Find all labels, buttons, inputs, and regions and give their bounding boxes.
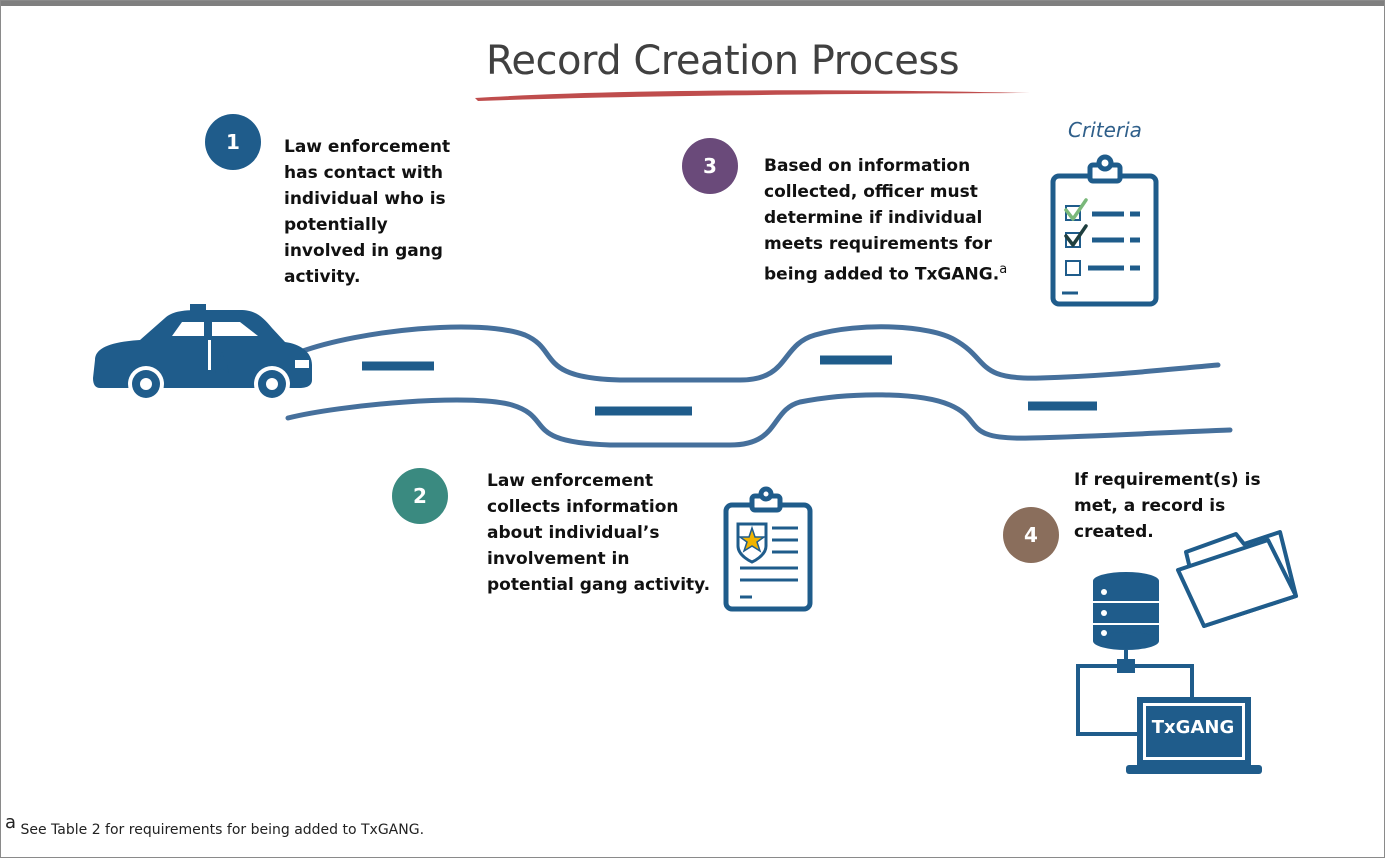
database-label: TxGANG (1151, 717, 1235, 738)
top-border (0, 0, 1385, 6)
road-top-edge (297, 324, 1221, 383)
folder-icon (1176, 530, 1298, 628)
footnote-marker: a (999, 262, 1008, 277)
footnote: a See Table 2 for requirements for being… (5, 812, 425, 839)
step-1-badge: 1 (205, 114, 261, 170)
road (285, 324, 1233, 448)
clipboard-badge-icon (723, 486, 813, 612)
laptop-icon (1126, 697, 1262, 774)
police-car-icon (93, 304, 312, 402)
step-4-text: If requirement(s) is met, a record is cr… (1074, 470, 1261, 542)
step-3-text: Based on information collected, officer … (764, 156, 1008, 285)
page-title: Record Creation Process (485, 38, 960, 84)
title-underline (475, 90, 1030, 101)
footnote-marker: a (5, 812, 17, 833)
step-4-badge: 4 (1003, 507, 1059, 563)
star-icon (737, 525, 767, 553)
clipboard-checklist-icon (1050, 154, 1159, 307)
criteria-label: Criteria (1068, 118, 1142, 142)
step-2-text: Law enforcement collects information abo… (487, 471, 711, 595)
lane-dashes (362, 355, 1097, 416)
footnote-text: See Table 2 for requirements for being a… (20, 822, 425, 838)
checkmark-icons (1064, 198, 1088, 247)
police-car-panel (168, 342, 270, 372)
step-3-badge: 3 (682, 138, 738, 194)
road-bottom-edge (285, 392, 1233, 448)
step-2-badge: 2 (392, 468, 448, 524)
connector-lines (1076, 664, 1194, 736)
database-icon (1093, 572, 1159, 673)
step-1-text: Law enforcement has contact with individ… (284, 137, 451, 287)
